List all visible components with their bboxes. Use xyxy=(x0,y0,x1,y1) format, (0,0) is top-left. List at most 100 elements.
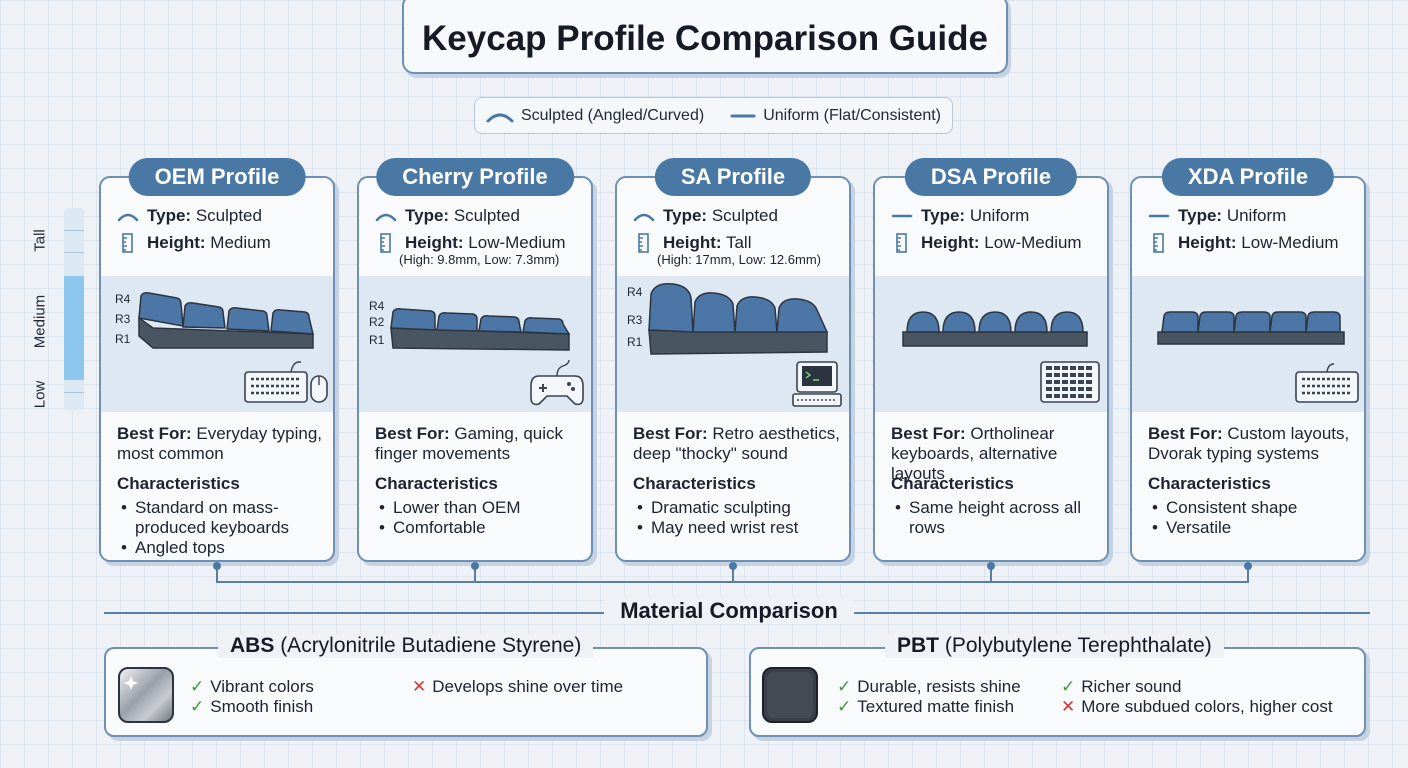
row-label: R4 xyxy=(369,299,385,313)
abs-pro-item: ✓Smooth finish xyxy=(190,697,314,716)
characteristic-item: Angled tops xyxy=(121,538,333,558)
xda-keycap-side-view xyxy=(1157,311,1359,403)
row-label: R3 xyxy=(115,312,131,326)
profile-type: Type: Sculpted xyxy=(633,206,778,226)
legend-uniform-label: Uniform (Flat/Consistent) xyxy=(763,106,942,124)
characteristics-list: Same height across all rows xyxy=(895,498,1107,538)
profile-type: Type: Uniform xyxy=(891,206,1029,226)
check-icon: ✓ xyxy=(190,677,205,696)
characteristics-heading: Characteristics xyxy=(117,474,240,493)
sa-keycap-side-view: R4 R3 R1 xyxy=(627,282,842,407)
material-card-pbt: PBT (Polybutylene Terephthalate) ✓Durabl… xyxy=(749,634,1366,737)
profile-title: DSA Profile xyxy=(904,158,1078,196)
uniform-line-icon xyxy=(1148,214,1170,218)
characteristics-heading: Characteristics xyxy=(891,474,1014,493)
material-section-title: Material Comparison xyxy=(604,598,854,624)
scale-label-low: Low xyxy=(31,380,49,409)
height-detail: (High: 9.8mm, Low: 7.3mm) xyxy=(399,252,560,267)
legend-sculpted-label: Sculpted (Angled/Curved) xyxy=(520,106,705,124)
characteristic-item: Lower than OEM xyxy=(379,498,591,518)
cross-icon: ✕ xyxy=(1061,697,1076,716)
oem-keycap-side-view: R4 R3 R1 xyxy=(115,292,328,403)
row-label: R3 xyxy=(627,313,643,327)
characteristics-heading: Characteristics xyxy=(375,474,498,493)
profile-illustration xyxy=(1132,276,1364,412)
characteristics-heading: Characteristics xyxy=(633,474,756,493)
connector-dot xyxy=(987,562,995,570)
scale-label-tall: Tall xyxy=(31,229,49,252)
connector-dot xyxy=(1244,562,1252,570)
characteristic-item: Consistent shape xyxy=(1152,498,1364,518)
profile-type: Type: Uniform xyxy=(1148,206,1286,226)
height-detail: (High: 17mm, Low: 12.6mm) xyxy=(657,252,821,267)
pbt-pro-item: ✓Richer sound xyxy=(1061,677,1182,696)
connector-line xyxy=(990,566,992,582)
material-heading-pbt: PBT (Polybutylene Terephthalate) xyxy=(885,634,1224,658)
legend-item-uniform: Uniform (Flat/Consistent) xyxy=(730,107,941,125)
profile-card-oem: OEM Profile Type: Sculpted Height: Mediu… xyxy=(99,158,335,562)
abs-pro-item: ✓Vibrant colors xyxy=(190,677,314,696)
profile-title: OEM Profile xyxy=(128,158,306,196)
profile-illustration xyxy=(875,276,1107,412)
characteristic-item: Comfortable xyxy=(379,518,591,538)
characteristic-item: May need wrist rest xyxy=(637,518,849,538)
check-icon: ✓ xyxy=(190,697,205,716)
pbt-con-item: ✕More subdued colors, higher cost xyxy=(1061,697,1333,716)
characteristics-heading: Characteristics xyxy=(1148,474,1271,493)
pbt-matte-swatch xyxy=(762,667,818,723)
profile-illustration: R4 R3 R1 xyxy=(617,276,849,412)
profile-illustration: R4 R3 R1 xyxy=(101,276,333,412)
profile-height: Height: Low-Medium xyxy=(1148,233,1339,253)
connector-line xyxy=(1247,566,1249,582)
characteristics-list: Standard on mass-produced keyboards Angl… xyxy=(121,498,333,558)
scale-tick xyxy=(64,252,84,253)
ruler-icon xyxy=(638,233,649,253)
keyboard-icon xyxy=(1295,363,1359,403)
profile-card-cherry: Cherry Profile Type: Sculpted Height: Lo… xyxy=(357,158,593,562)
connector-bus xyxy=(216,581,1249,583)
legend-item-sculpted: Sculpted (Angled/Curved) xyxy=(486,107,704,125)
characteristic-item: Standard on mass-produced keyboards xyxy=(121,498,333,538)
connector-line xyxy=(474,566,476,582)
best-for: Best For: Retro aesthetics, deep "thocky… xyxy=(633,424,840,463)
characteristics-list: Lower than OEM Comfortable xyxy=(379,498,591,538)
legend: Sculpted (Angled/Curved) Uniform (Flat/C… xyxy=(474,97,953,134)
ortholinear-keyboard-icon xyxy=(1040,361,1100,403)
title-box: Keycap Profile Comparison Guide xyxy=(402,0,1008,74)
scale-tick xyxy=(64,392,84,393)
profile-type: Type: Sculpted xyxy=(375,206,520,226)
characteristic-item: Dramatic sculpting xyxy=(637,498,849,518)
profile-title: SA Profile xyxy=(654,158,812,196)
section-rule xyxy=(104,612,604,614)
characteristics-list: Consistent shape Versatile xyxy=(1152,498,1364,538)
characteristic-item: Versatile xyxy=(1152,518,1364,538)
profile-title: XDA Profile xyxy=(1161,158,1335,196)
check-icon: ✓ xyxy=(837,697,852,716)
characteristic-item: Same height across all rows xyxy=(895,498,1107,538)
uniform-line-icon xyxy=(730,114,756,117)
sculpted-curve-icon xyxy=(486,113,514,122)
profile-height: Height: Medium xyxy=(117,233,271,253)
height-scale-medium-highlight xyxy=(64,276,84,380)
cherry-keycap-side-view: R4 R2 R1 xyxy=(369,299,584,406)
abs-con-item: ✕Develops shine over time xyxy=(412,677,624,696)
row-label: R1 xyxy=(627,335,643,349)
retro-computer-icon xyxy=(792,361,842,407)
keyboard-mouse-icon xyxy=(244,361,328,403)
profile-card-xda: XDA Profile Type: Uniform Height: Low-Me… xyxy=(1130,158,1366,562)
check-icon: ✓ xyxy=(837,677,852,696)
ruler-icon xyxy=(1153,233,1164,253)
sculpted-curve-icon xyxy=(375,213,397,222)
row-label: R1 xyxy=(115,332,131,346)
profile-height: Height: Low-Medium xyxy=(891,233,1082,253)
uniform-line-icon xyxy=(891,214,913,218)
profile-type: Type: Sculpted xyxy=(117,206,262,226)
sculpted-curve-icon xyxy=(633,213,655,222)
row-label: R4 xyxy=(627,285,643,299)
characteristics-list: Dramatic sculpting May need wrist rest xyxy=(637,498,849,538)
pbt-pro-item: ✓Durable, resists shine xyxy=(837,677,1021,696)
ruler-icon xyxy=(380,233,391,253)
cross-icon: ✕ xyxy=(412,677,427,696)
abs-glossy-swatch xyxy=(118,667,174,723)
material-heading-abs: ABS (Acrylonitrile Butadiene Styrene) xyxy=(218,634,594,658)
